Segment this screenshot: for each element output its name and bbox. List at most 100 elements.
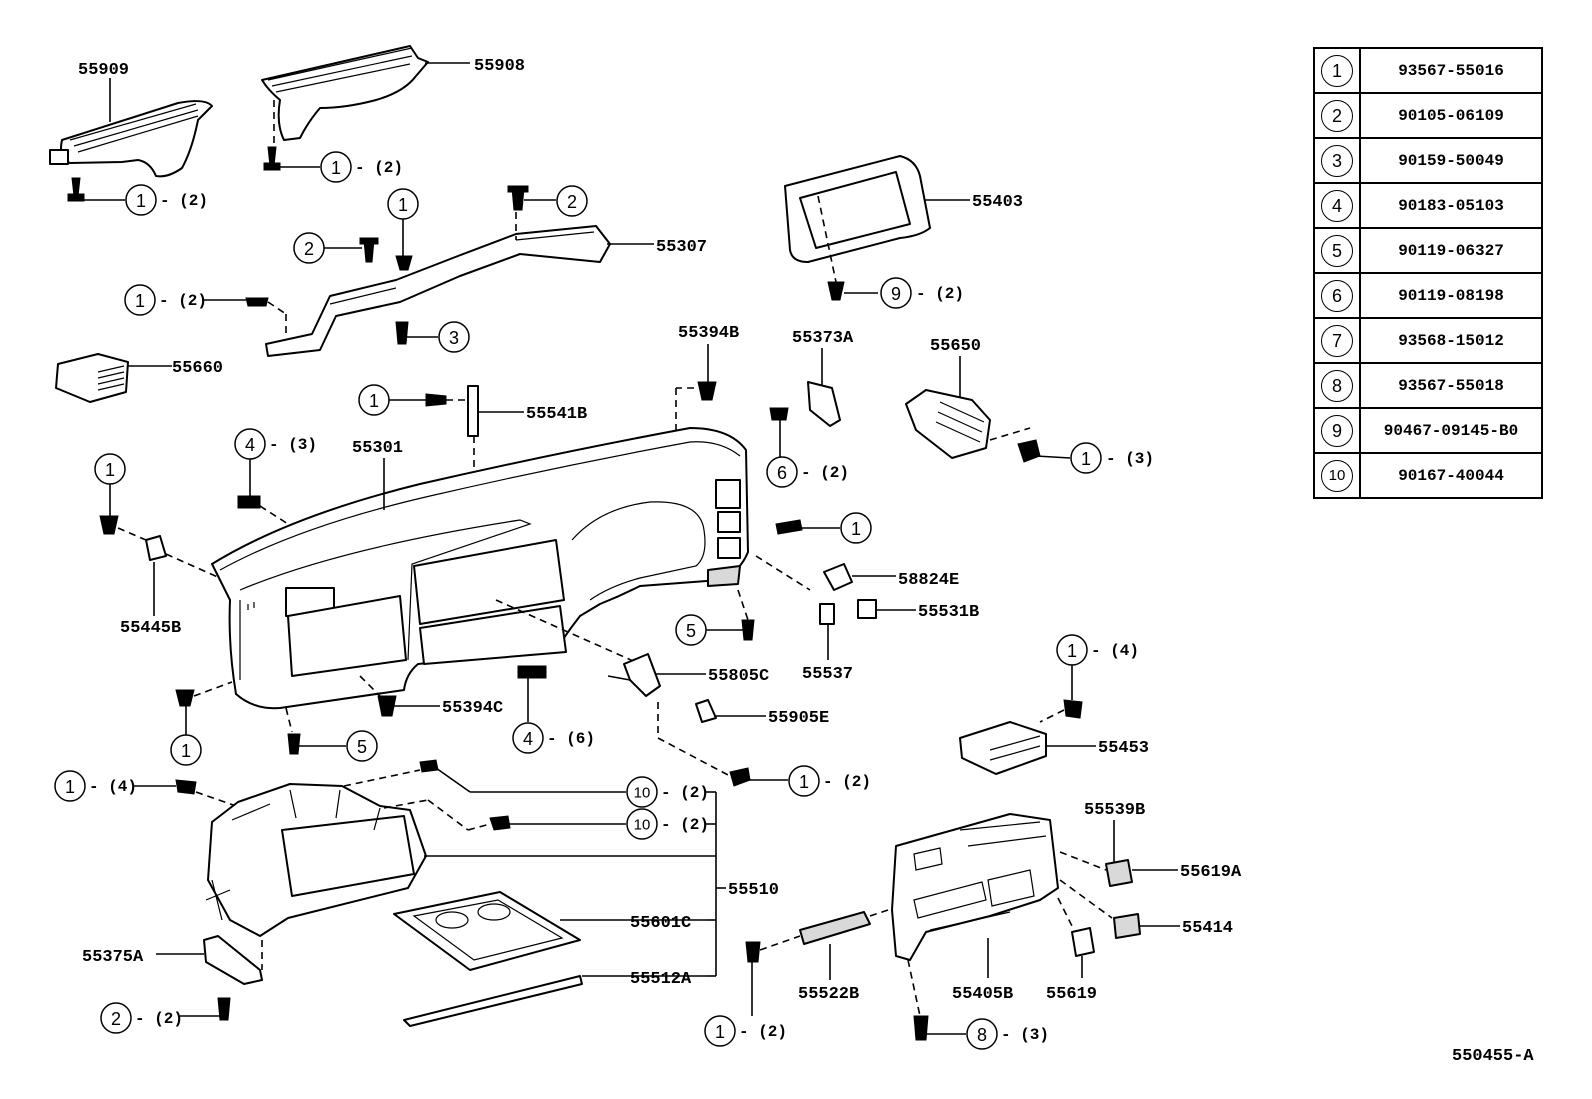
part-55512A-drawing (403, 975, 583, 1027)
svg-text:- (2): - (2) (135, 1010, 183, 1028)
legend-part-number: 90105-06109 (1359, 92, 1543, 139)
svg-text:3: 3 (449, 328, 459, 348)
callout-1-icon (320, 151, 352, 183)
part-55601C-drawing (393, 891, 581, 971)
svg-text:4: 4 (245, 435, 255, 455)
svg-text:1: 1 (851, 519, 861, 539)
callout-2-icon (293, 232, 325, 264)
label-55909: 55909 (78, 61, 129, 80)
label-55908: 55908 (474, 57, 525, 76)
callout-6-icon: 6 (1321, 279, 1353, 312)
svg-text:1: 1 (715, 1022, 725, 1042)
legend-part-number: 93567-55016 (1359, 47, 1543, 94)
svg-text:- (4): - (4) (1091, 642, 1139, 660)
legend-key: 3 (1313, 137, 1361, 184)
label-55405B: 55405B (952, 985, 1013, 1004)
label-55537: 55537 (802, 665, 853, 684)
svg-text:1: 1 (398, 195, 408, 215)
svg-text:2: 2 (304, 239, 314, 259)
label-55453: 55453 (1098, 739, 1149, 758)
part-55307-drawing (265, 225, 611, 357)
svg-text:- (2): - (2) (739, 1023, 787, 1041)
callout-10-icon (626, 776, 658, 808)
label-55510: 55510 (728, 881, 779, 900)
callout-5-icon: 5 (1321, 234, 1353, 267)
legend-part-number: 90467-09145-B0 (1359, 407, 1543, 454)
callout-9-icon (880, 277, 912, 309)
legend-part-number: 93567-55018 (1359, 362, 1543, 409)
legend-key: 2 (1313, 92, 1361, 139)
callout-1-icon (125, 184, 157, 216)
part-55301-instrument-panel-drawing (211, 427, 749, 710)
callout-4-icon (512, 722, 544, 754)
svg-text:- (2): - (2) (823, 773, 871, 791)
part-55660-drawing (55, 353, 129, 403)
svg-text:- (2): - (2) (661, 816, 709, 834)
legend-key: 8 (1313, 362, 1361, 409)
svg-text:1: 1 (135, 291, 145, 311)
legend-key: 9 (1313, 407, 1361, 454)
label-55905E: 55905E (768, 709, 829, 728)
callout-1-icon (124, 284, 156, 316)
svg-text:6: 6 (777, 463, 787, 483)
label-55414: 55414 (1182, 919, 1233, 938)
label-55660: 55660 (172, 359, 223, 378)
callout-7-icon: 7 (1321, 324, 1353, 357)
part-55908-drawing (261, 45, 429, 141)
part-55909-drawing (49, 100, 213, 178)
legend-part-number: 90119-08198 (1359, 272, 1543, 319)
label-55522B: 55522B (798, 985, 859, 1004)
label-55805C: 55805C (708, 667, 769, 686)
callout-8-icon: 8 (1321, 369, 1353, 402)
label-58824E: 58824E (898, 571, 959, 590)
label-55403: 55403 (972, 193, 1023, 212)
callout-9-icon: 9 (1321, 414, 1353, 447)
label-55531B: 55531B (918, 603, 979, 622)
label-55539B: 55539B (1084, 801, 1145, 820)
label-55307: 55307 (656, 238, 707, 257)
callout-6-icon (766, 456, 798, 488)
svg-text:9: 9 (891, 284, 901, 304)
callout-3-icon (438, 321, 470, 353)
svg-text:1: 1 (1067, 641, 1077, 661)
svg-text:5: 5 (357, 737, 367, 757)
label-55650: 55650 (930, 337, 981, 356)
svg-text:1: 1 (799, 772, 809, 792)
part-55650-drawing (905, 389, 991, 459)
callout-10-icon: 10 (1321, 459, 1353, 492)
clip-icon (827, 281, 845, 301)
legend-part-number: 90119-06327 (1359, 227, 1543, 274)
label-55445B: 55445B (120, 619, 181, 638)
callout-2-icon (100, 1002, 132, 1034)
svg-text:8: 8 (977, 1025, 987, 1045)
legend-key: 4 (1313, 182, 1361, 229)
svg-text:5: 5 (686, 621, 696, 641)
label-55394B: 55394B (678, 324, 739, 343)
callout-1-icon (788, 765, 820, 797)
legend-part-number: 90167-40044 (1359, 452, 1543, 499)
callout-2-icon: 2 (1321, 99, 1353, 132)
svg-text:1: 1 (181, 741, 191, 761)
callout-3-icon: 3 (1321, 144, 1353, 177)
callout-1-icon (840, 512, 872, 544)
part-55522B-drawing (799, 911, 871, 945)
svg-text:- (2): - (2) (661, 784, 709, 802)
callout-1-icon (1070, 442, 1102, 474)
svg-text:2: 2 (567, 192, 577, 212)
callout-1-icon (704, 1015, 736, 1047)
label-55301: 55301 (352, 439, 403, 458)
label-55512A: 55512A (630, 970, 692, 989)
svg-text:- (2): - (2) (355, 159, 403, 177)
legend-key: 1 (1313, 47, 1361, 94)
part-55405B-drawing (891, 813, 1059, 961)
part-55510-glove-box-drawing (205, 783, 427, 937)
